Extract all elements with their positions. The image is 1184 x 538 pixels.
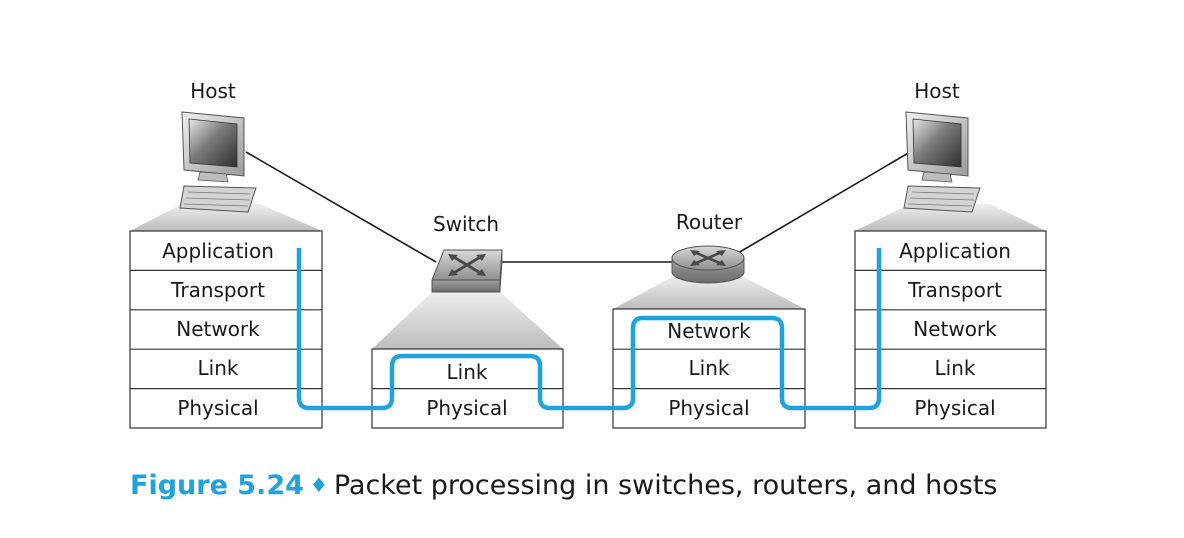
- layer-link: Link: [198, 356, 239, 380]
- router-icon: [671, 245, 745, 284]
- layer-physical: Physical: [177, 396, 258, 420]
- router-stack: Network Link Physical: [612, 308, 806, 429]
- diamond-icon: ♦: [309, 473, 328, 497]
- layer-link: Link: [447, 360, 488, 384]
- layer-network: Network: [913, 317, 997, 341]
- layer-transport: Transport: [170, 278, 265, 302]
- computer-icon: [903, 111, 981, 213]
- host-right-label: Host: [914, 79, 960, 103]
- links: [245, 151, 911, 263]
- shadow-host-left: [130, 204, 322, 231]
- shadow-switch: [372, 292, 563, 349]
- router-label: Router: [676, 210, 743, 234]
- layer-application: Application: [899, 239, 1011, 263]
- layer-physical: Physical: [914, 396, 995, 420]
- switch-label: Switch: [433, 212, 499, 236]
- computer-icon: [179, 111, 257, 213]
- switch-icon: [431, 249, 503, 293]
- host-left-stack: Application Transport Network Link Physi…: [129, 230, 323, 429]
- figure-caption: Figure 5.24♦Packet processing in switche…: [130, 470, 997, 501]
- layer-link: Link: [689, 356, 730, 380]
- shadow-host-right: [855, 204, 1046, 231]
- packet-path: [296, 248, 882, 411]
- switch-stack: Link Physical: [371, 348, 564, 429]
- link-host-switch: [245, 151, 437, 263]
- host-left-label: Host: [190, 79, 236, 103]
- link-router-host: [737, 151, 911, 254]
- caption-text: Packet processing in switches, routers, …: [333, 470, 998, 501]
- layer-link: Link: [935, 356, 976, 380]
- figure-number: Figure 5.24: [130, 470, 304, 501]
- layer-physical: Physical: [668, 396, 749, 420]
- device-shadows: [130, 204, 1046, 349]
- layer-physical: Physical: [426, 396, 507, 420]
- layer-network: Network: [667, 319, 751, 343]
- layer-network: Network: [176, 317, 260, 341]
- host-right-stack: Application Transport Network Link Physi…: [854, 230, 1047, 429]
- shadow-router: [613, 276, 805, 309]
- layer-application: Application: [162, 239, 274, 263]
- layer-transport: Transport: [907, 278, 1002, 302]
